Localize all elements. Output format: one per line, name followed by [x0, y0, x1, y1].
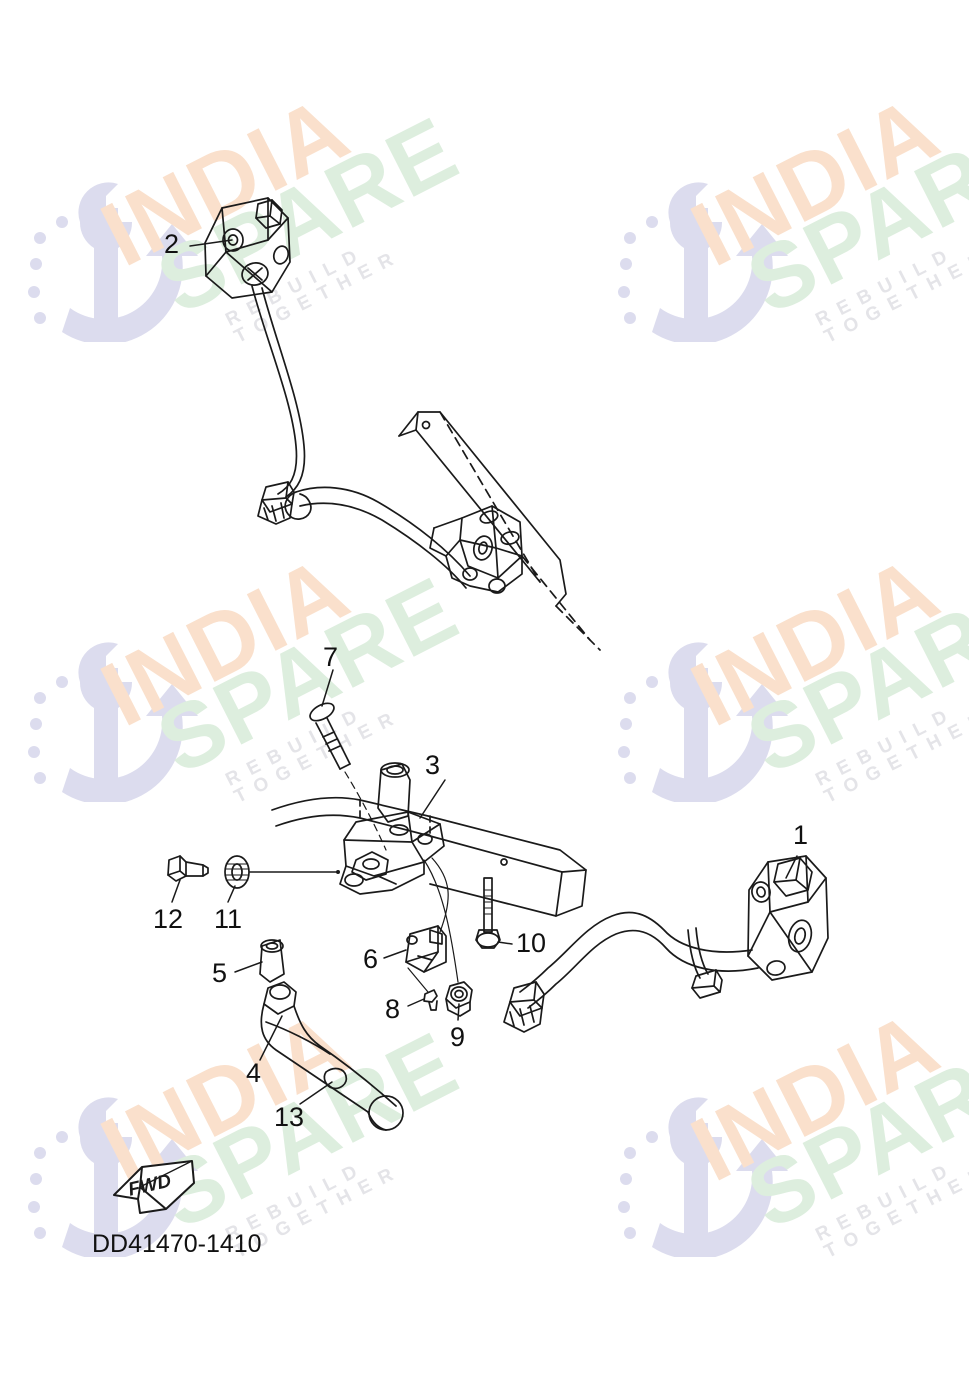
leader-8	[407, 967, 429, 993]
leader-6	[431, 857, 449, 933]
parts-diagram-canvas: INDIA SPARE REBUILD TOGETHER INDIA SPARE…	[28, 77, 969, 1263]
callout-5[interactable]: 5	[212, 958, 228, 988]
callout-2[interactable]: 2	[164, 229, 180, 259]
callout-10[interactable]: 10	[516, 928, 547, 958]
leader-1	[785, 855, 798, 879]
part-9-nut	[445, 981, 473, 1017]
part-2-left-handle-switch	[204, 197, 291, 299]
part-7-screw	[309, 702, 387, 851]
leader-8-label	[407, 998, 425, 1007]
leader-13	[299, 1081, 333, 1105]
part-8-screw	[423, 989, 438, 1011]
callout-7[interactable]: 7	[323, 642, 339, 672]
callout-leader-lines	[171, 239, 798, 1105]
callout-6[interactable]: 6	[363, 944, 379, 974]
part-5-bushing	[259, 939, 285, 983]
callout-3[interactable]: 3	[425, 750, 441, 780]
leader-6-label	[383, 949, 407, 959]
leader-4	[259, 1015, 283, 1061]
callout-8[interactable]: 8	[385, 994, 401, 1024]
upper-handlebar-and-master-cylinder	[284, 411, 601, 651]
part-3-lever-holder	[271, 762, 587, 917]
part-6-switch-bracket	[405, 925, 447, 973]
callout-12[interactable]: 12	[153, 904, 184, 934]
part-1-wire-harness	[503, 911, 759, 1033]
leader-9-label	[457, 1003, 460, 1021]
part-12-bolt	[167, 855, 209, 882]
part-11-washer	[224, 855, 250, 889]
leader-7	[321, 669, 334, 707]
part-10-flange-bolt	[475, 877, 501, 949]
leader-9	[423, 859, 459, 983]
leader-10	[497, 941, 513, 945]
leader-3	[419, 779, 446, 819]
part-4-clutch-lever	[260, 981, 404, 1131]
part-2-wire-harness	[251, 285, 306, 525]
part-1-right-handle-switch	[747, 855, 829, 981]
callout-11[interactable]: 11	[214, 904, 243, 934]
fwd-direction-arrow-icon: FWD	[113, 1160, 195, 1214]
callout-13[interactable]: 13	[274, 1102, 305, 1132]
callout-1[interactable]: 1	[793, 820, 809, 850]
leader-11-label	[227, 885, 236, 903]
leader-5	[234, 961, 263, 973]
callout-4[interactable]: 4	[246, 1058, 262, 1088]
leader-12	[171, 879, 181, 903]
callout-9[interactable]: 9	[450, 1022, 466, 1052]
technical-line-art	[167, 197, 829, 1131]
drawing-code: DD41470-1410	[92, 1230, 262, 1258]
